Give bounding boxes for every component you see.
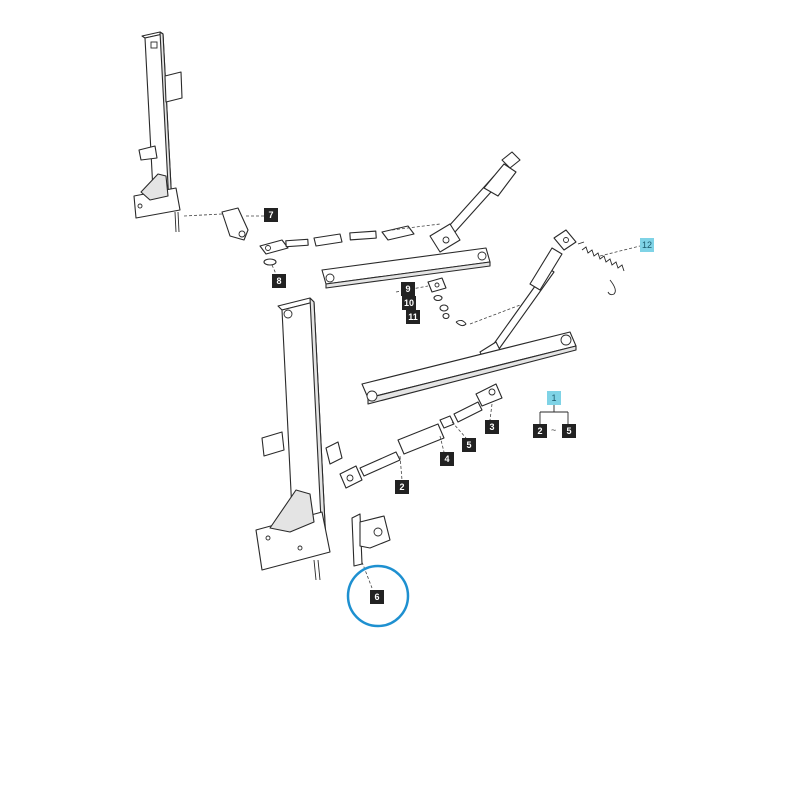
callout-6[interactable]: 6 [370,590,384,604]
callout-4[interactable]: 4 [440,452,454,466]
callout-2-group[interactable]: 2 [533,424,547,438]
callout-5-group[interactable]: 5 [562,424,576,438]
callout-1[interactable]: 1 [547,391,561,405]
rear-frame-bracket-upper [133,31,183,233]
part-12-spring [577,241,641,296]
lower-lift-arm [361,331,577,405]
callout-10[interactable]: 10 [402,296,416,310]
callout-9[interactable]: 9 [401,282,415,296]
part-7-bracket [183,207,264,241]
upper-lower-link [321,247,491,289]
callout-11[interactable]: 11 [406,310,420,324]
highlight-ring [346,564,410,628]
part-8-washer [263,258,277,275]
leader-lines-lower [399,403,493,481]
callout-2[interactable]: 2 [395,480,409,494]
upper-lift-rod [429,151,521,253]
part-6-bracket [351,513,391,589]
group-separator: ~ [551,425,557,435]
rear-frame-bracket-lower [255,297,343,581]
lower-top-link-assembly [339,383,503,489]
hardware-9-10-11 [395,277,529,327]
callout-5[interactable]: 5 [462,438,476,452]
callout-8[interactable]: 8 [272,274,286,288]
callout-7[interactable]: 7 [264,208,278,222]
callout-12[interactable]: 12 [640,238,654,252]
callout-3[interactable]: 3 [485,420,499,434]
group-bracket-1 [539,404,569,424]
upper-top-link [259,223,441,255]
